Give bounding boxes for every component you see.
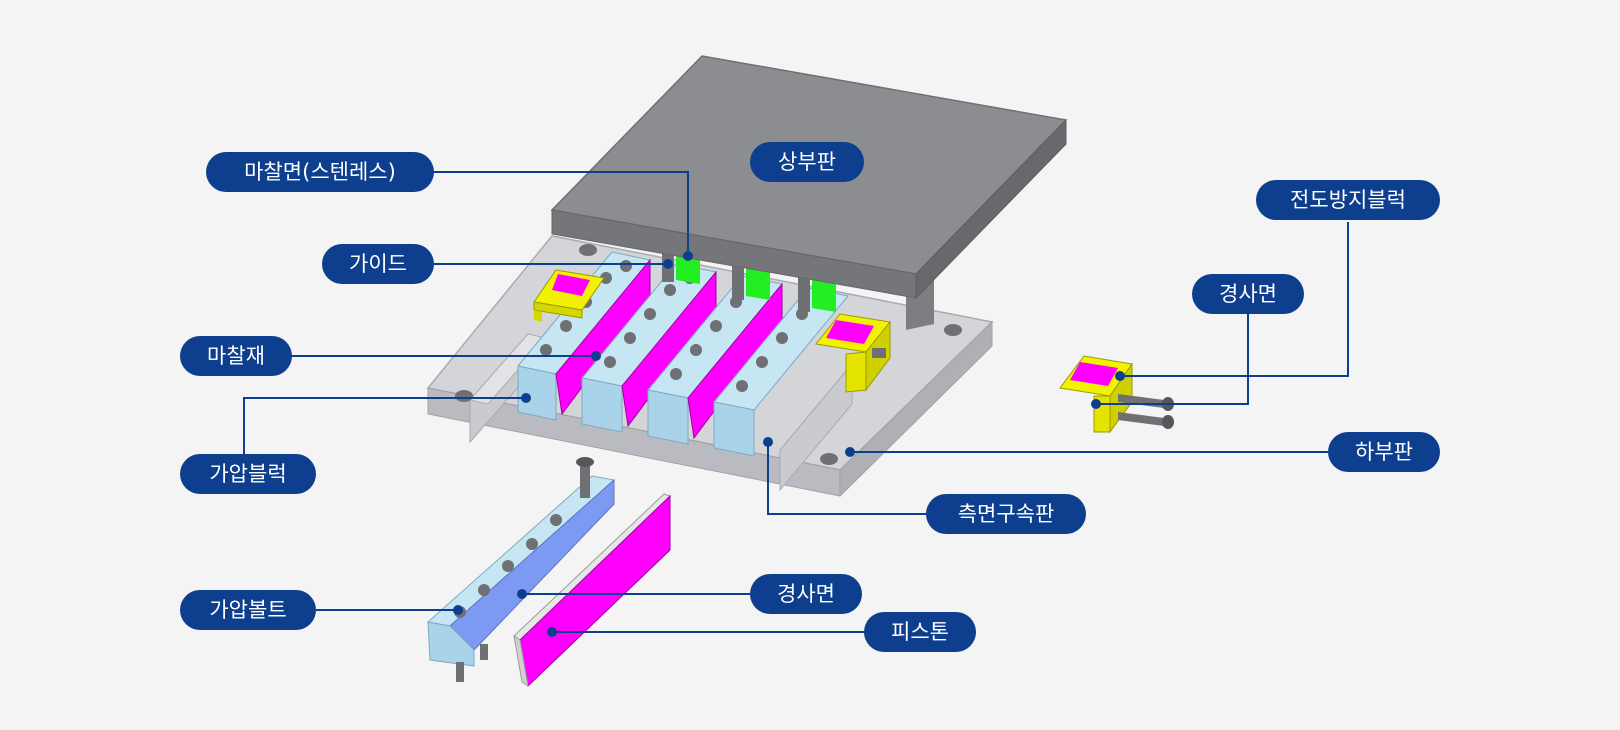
label-pressure-bolt: 가압볼트	[180, 590, 316, 630]
leader-pressure-block	[243, 397, 526, 454]
label-slope-bottom: 경사면	[750, 574, 862, 614]
label-anti-fall-block: 전도방지블럭	[1256, 180, 1440, 220]
leader-slope-right	[1096, 314, 1249, 405]
guide-row-3	[647, 275, 783, 445]
label-base-plate: 하부판	[1328, 432, 1440, 472]
leader-anti-fall-block	[1120, 222, 1349, 377]
anti-fall-block-left	[533, 269, 605, 322]
label-top-plate: 상부판	[750, 142, 864, 182]
guide-block-rows	[517, 251, 849, 457]
leader-friction-surface	[434, 171, 689, 256]
leader-side-restraint	[767, 442, 926, 515]
label-side-restraint: 측면구속판	[926, 494, 1086, 534]
guide-row-1	[517, 251, 651, 421]
guide-row-2	[581, 263, 717, 433]
piston-exploded	[513, 493, 671, 688]
leader-dots	[453, 251, 1125, 637]
pressure-block-exploded	[426, 457, 616, 682]
anti-fall-block-right	[815, 313, 891, 393]
label-friction-material: 마찰재	[180, 336, 292, 376]
label-guide: 가이드	[322, 244, 434, 284]
label-pressure-block: 가압블럭	[180, 454, 316, 494]
anti-fall-block-exploded	[1059, 355, 1174, 434]
label-slope-right: 경사면	[1192, 274, 1304, 314]
leader-lines	[243, 171, 1349, 633]
guide-row-4	[713, 287, 849, 457]
label-piston: 피스톤	[864, 612, 976, 652]
label-friction-surface: 마찰면(스텐레스)	[206, 152, 434, 192]
